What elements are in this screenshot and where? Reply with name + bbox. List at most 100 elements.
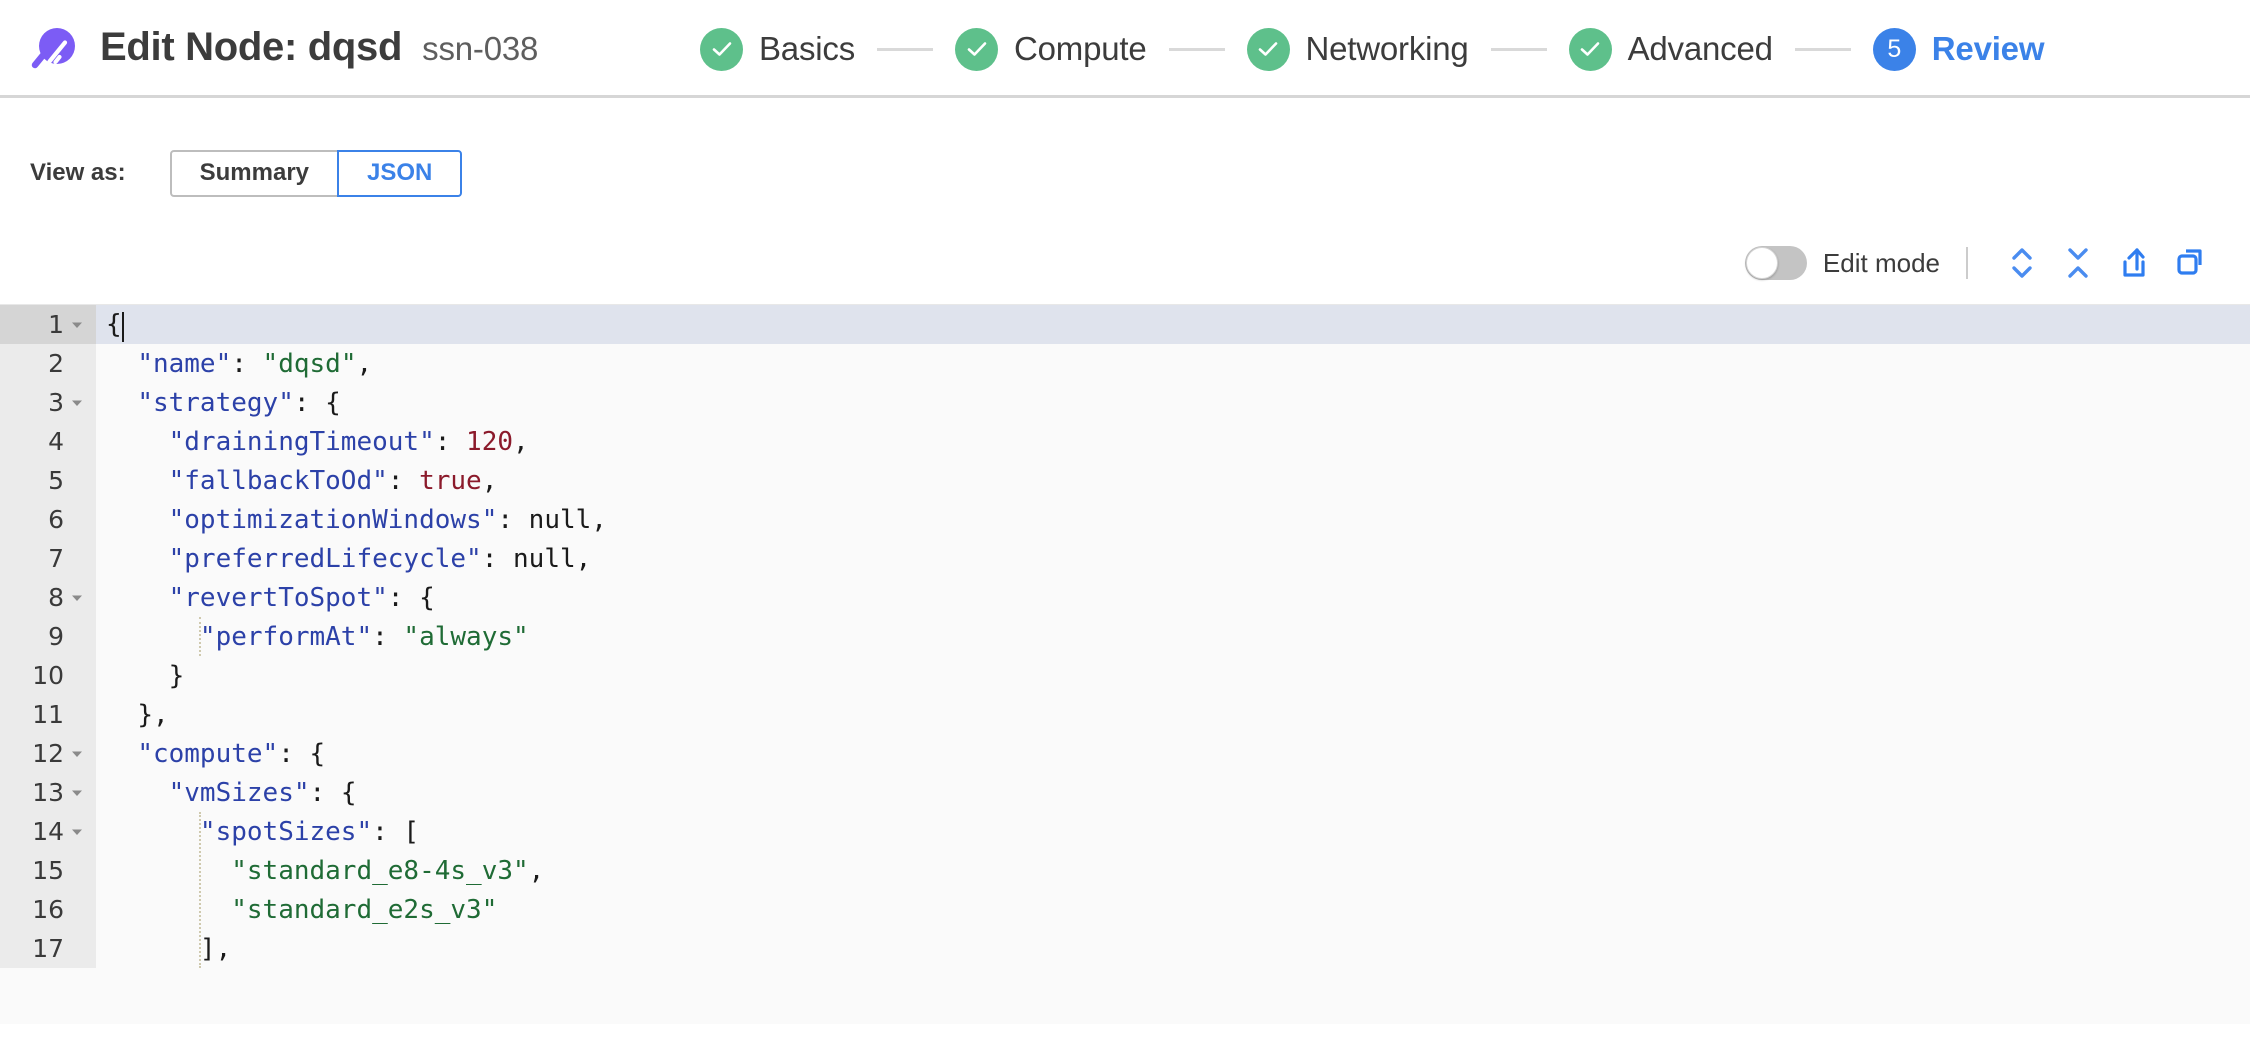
code-line[interactable]: 6 "optimizationWindows": null, (0, 500, 2250, 539)
spot-logo-icon (26, 22, 78, 74)
code-tokens: "name": "dqsd", (106, 351, 372, 377)
code-tokens: ], (106, 936, 231, 962)
line-number-gutter: 12 (0, 734, 96, 773)
token-key: "performAt" (199, 621, 373, 652)
code-line[interactable]: 12 "compute": { (0, 734, 2250, 773)
line-number-gutter: 7 (0, 539, 96, 578)
fold-toggle-icon[interactable] (66, 396, 88, 410)
line-number-gutter: 14 (0, 812, 96, 851)
token-brace: [ (403, 816, 420, 847)
code-line[interactable]: 9 "performAt": "always" (0, 617, 2250, 656)
check-icon (955, 27, 998, 71)
token-punct: : (387, 465, 420, 496)
code-line[interactable]: 5 "fallbackToOd": true, (0, 461, 2250, 500)
expand-all-icon[interactable] (1994, 241, 2050, 285)
code-line-content: { (96, 305, 2250, 344)
token-bool: true (419, 465, 482, 496)
stepper-step-basics[interactable]: Basics (700, 27, 855, 71)
code-line-content: "revertToSpot": { (96, 578, 2250, 617)
stepper-connector (1490, 47, 1547, 51)
token-brace: { (309, 738, 326, 769)
view-as-option-summary[interactable]: Summary (169, 149, 340, 197)
collapse-all-icon[interactable] (2050, 241, 2106, 285)
code-tokens: "spotSizes": [ (106, 819, 419, 845)
token-null: null (513, 543, 576, 574)
token-str: "always" (403, 621, 529, 652)
view-as-segmented-control[interactable]: Summary JSON (169, 149, 463, 197)
line-number: 10 (32, 661, 64, 690)
token-punct: , (575, 543, 592, 574)
copy-icon[interactable] (2162, 241, 2218, 285)
fold-toggle-icon[interactable] (66, 318, 88, 332)
token-num: 120 (466, 426, 514, 457)
indent-guide (198, 812, 201, 968)
line-number-gutter: 10 (0, 656, 96, 695)
share-export-icon[interactable] (2106, 241, 2162, 285)
line-number-gutter: 2 (0, 344, 96, 383)
token-brace: { (419, 582, 435, 613)
code-line[interactable]: 11 }, (0, 695, 2250, 734)
code-line[interactable]: 4 "drainingTimeout": 120, (0, 422, 2250, 461)
token-brace: ] (199, 933, 216, 964)
token-brace: { (106, 309, 122, 339)
code-line[interactable]: 16 "standard_e2s_v3" (0, 890, 2250, 929)
line-number: 3 (48, 388, 64, 417)
code-line[interactable]: 1{ (0, 305, 2250, 344)
code-line[interactable]: 10 } (0, 656, 2250, 695)
code-line[interactable]: 7 "preferredLifecycle": null, (0, 539, 2250, 578)
edit-mode-toggle[interactable] (1744, 246, 1807, 280)
step-number: 5 (1887, 34, 1902, 63)
token-brace: } (168, 660, 185, 691)
fold-toggle-icon[interactable] (66, 825, 88, 839)
token-brace: { (325, 387, 341, 418)
line-number: 9 (48, 622, 64, 651)
line-number-gutter: 15 (0, 851, 96, 890)
stepper-connector (1168, 47, 1225, 51)
code-line[interactable]: 2 "name": "dqsd", (0, 344, 2250, 383)
code-tokens: "fallbackToOd": true, (106, 465, 498, 496)
code-line-content: "standard_e2s_v3" (96, 890, 2250, 929)
editor-toolbar: Edit mode (0, 238, 2250, 288)
json-code-editor[interactable]: 1{2 "name": "dqsd",3 "strategy": {4 "dra… (0, 304, 2250, 1024)
code-line[interactable]: 17 ], (0, 929, 2250, 968)
code-line[interactable]: 8 "revertToSpot": { (0, 578, 2250, 617)
page-header: Edit Node: dqsd ssn-038 Basics Compute Net… (0, 0, 2250, 98)
fold-toggle-icon[interactable] (66, 786, 88, 800)
fold-toggle-icon[interactable] (66, 591, 88, 605)
stepper-step-networking[interactable]: Networking (1246, 27, 1469, 71)
code-line[interactable]: 14 "spotSizes": [ (0, 812, 2250, 851)
token-punct: , (591, 504, 607, 535)
token-key: "vmSizes" (168, 777, 310, 808)
toolbar-divider (1966, 247, 1968, 279)
line-number: 8 (48, 583, 64, 612)
edit-mode-toggle-knob (1745, 247, 1778, 279)
page-title: Edit Node: dqsd ssn-038 (100, 25, 538, 70)
token-key: "fallbackToOd" (168, 465, 388, 496)
code-tokens: "standard_e8-4s_v3", (106, 858, 544, 884)
view-as-label: View as: (30, 159, 126, 186)
code-line-content: "spotSizes": [ (96, 812, 2250, 851)
page-title-main: Edit Node: dqsd (100, 25, 403, 69)
line-number-gutter: 4 (0, 422, 96, 461)
line-number: 16 (32, 895, 64, 924)
token-punct: , (528, 855, 545, 886)
code-tokens: "optimizationWindows": null, (106, 507, 607, 533)
line-number: 7 (48, 544, 64, 573)
code-line-content: "preferredLifecycle": null, (96, 539, 2250, 578)
stepper-step-label: Compute (1014, 30, 1147, 67)
page-title-subtitle: ssn-038 (422, 30, 539, 67)
stepper-step-compute[interactable]: Compute (955, 27, 1147, 71)
stepper-step-label: Networking (1305, 30, 1469, 67)
edit-mode-label: Edit mode (1822, 247, 1940, 278)
code-line-content: "fallbackToOd": true, (96, 461, 2250, 500)
fold-toggle-icon[interactable] (66, 747, 88, 761)
view-as-option-json[interactable]: JSON (337, 149, 463, 197)
code-line[interactable]: 13 "vmSizes": { (0, 773, 2250, 812)
stepper-connector (1794, 47, 1851, 51)
code-line[interactable]: 15 "standard_e8-4s_v3", (0, 851, 2250, 890)
stepper-step-advanced[interactable]: Advanced (1568, 27, 1773, 71)
code-line[interactable]: 3 "strategy": { (0, 383, 2250, 422)
code-tokens: { (106, 309, 124, 342)
